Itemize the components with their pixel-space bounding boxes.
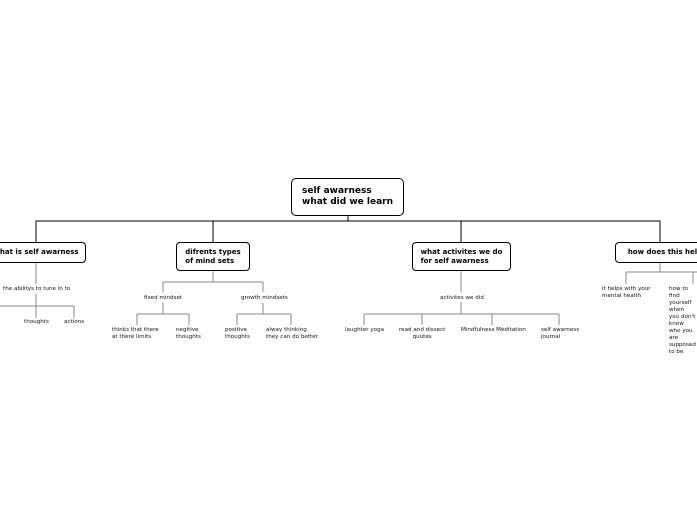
branch2-connector [136,271,292,325]
branch1-connector [0,263,75,318]
topic-how-does-this-help[interactable]: how does this help [615,242,697,263]
leaf-mindfulness-meditation[interactable]: Mindfulness Meditation [461,327,526,333]
root-topic[interactable]: self awarness what did we learn [291,178,404,216]
subtopic-abilitys[interactable]: the abilitys to tune in to [3,286,71,292]
leaf-mental-health[interactable]: it helps with your mental health [602,286,651,299]
leaf-actions[interactable]: actions [64,319,85,325]
leaf-self-awarness-journal[interactable]: self awarness journal [541,327,580,340]
subtopic-fixed-mindset[interactable]: fixed mindset [144,295,183,301]
root-topic-label: self awarness what did we learn [302,186,393,207]
leaf-alway-thinking[interactable]: alway thinking they can do better [266,327,318,340]
topic-label: how does this help [627,248,697,256]
topic-label: what is self awarness [0,248,79,256]
leaf-thoughts[interactable]: thoughts [24,319,49,325]
root-connector [35,216,661,242]
leaf-find-yourself[interactable]: how to find yourself when you don't know… [669,286,696,355]
subtopic-growth-mindsets[interactable]: growth mindsets [241,295,288,301]
leaf-laughter-yoga[interactable]: laughter yoga [345,327,385,333]
branch3-connector [363,271,560,325]
subtopic-activites-we-did[interactable]: activites we did [440,295,484,301]
topic-mind-sets[interactable]: difrents types of mind sets [176,242,250,271]
leaf-negitive-thoughts[interactable]: negitive thoughts [176,327,201,340]
leaf-read-dissect-quotes[interactable]: read and dissect quotes [399,327,446,340]
leaf-thinks-limits[interactable]: thinks that there at there limits [112,327,159,340]
branch4-connector [625,263,697,284]
topic-label: what activites we do for self awarness [420,247,503,265]
topic-label: difrents types of mind sets [185,247,241,265]
topic-what-is-self-awarness[interactable]: what is self awarness [0,242,86,263]
leaf-positive-thoughts[interactable]: positive thoughts [225,327,250,340]
topic-activites[interactable]: what activites we do for self awarness [412,242,511,271]
